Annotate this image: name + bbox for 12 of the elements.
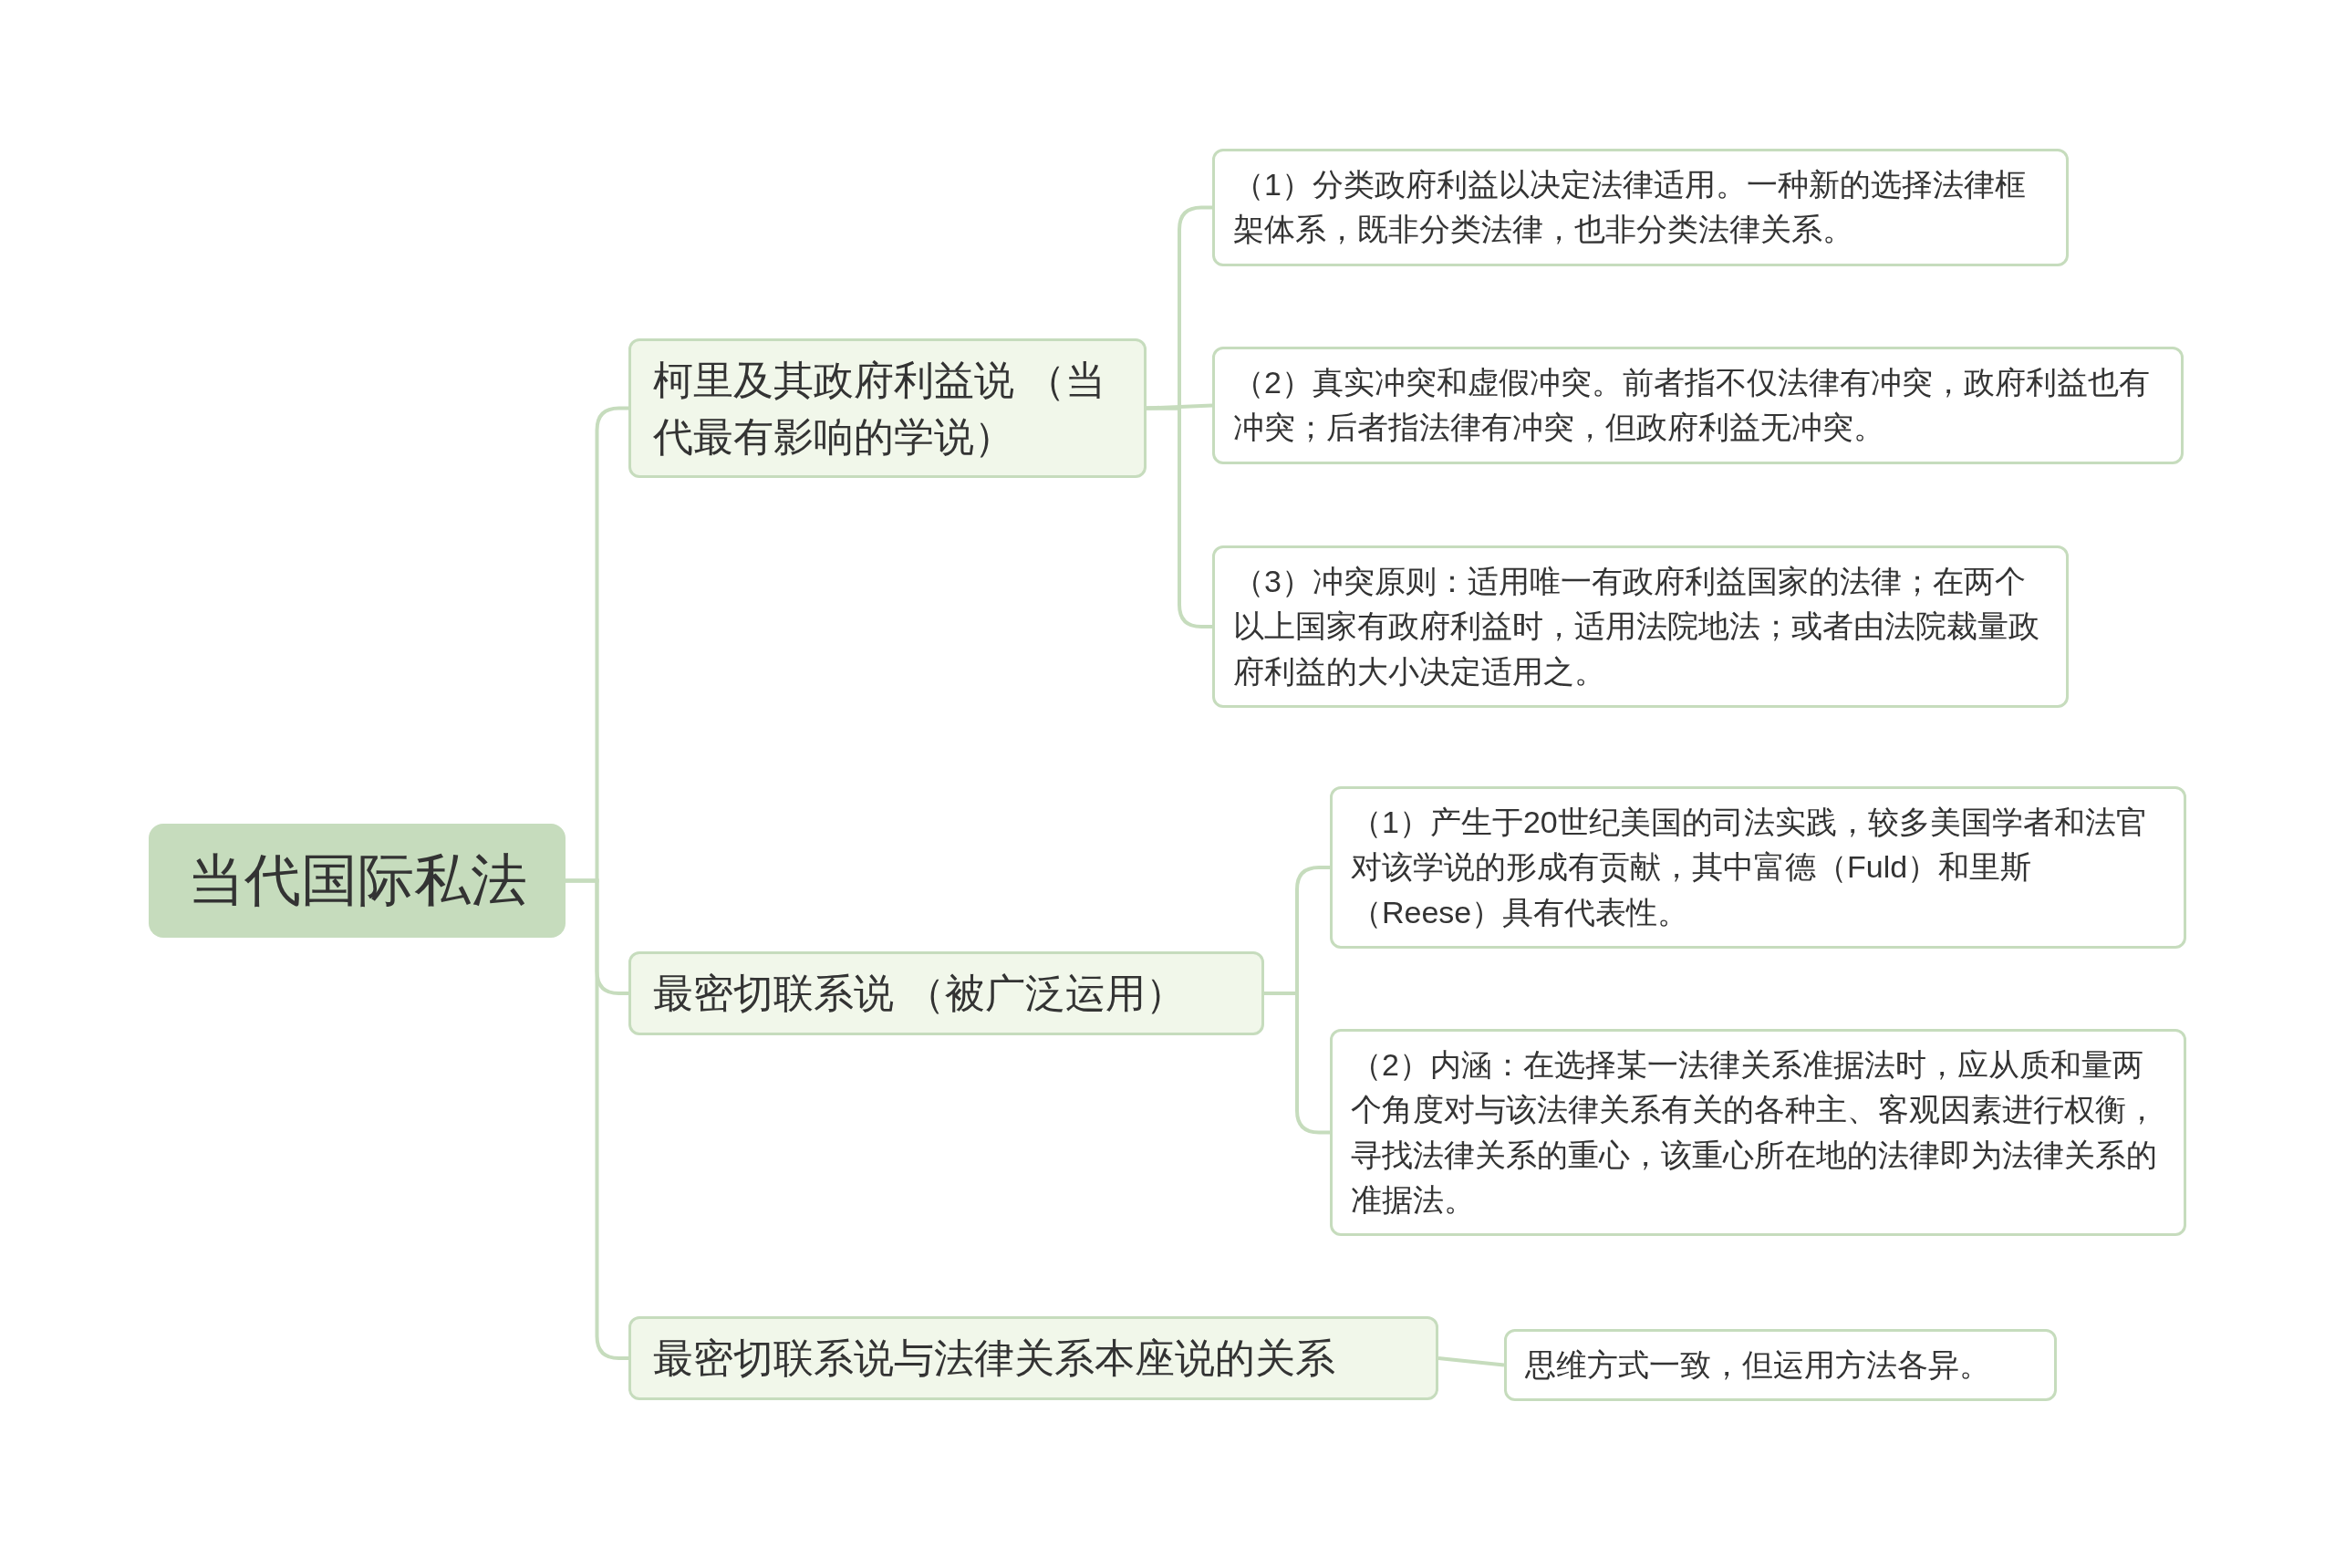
subtopic-box: （1）分类政府利益以决定法律适用。一种新的选择法律框架体系，既非分类法律，也非分类法律关系。 bbox=[1212, 149, 2069, 266]
subtopic-box: （1）产生于20世纪美国的司法实践，较多美国学者和法官对该学说的形成有贡献，其中富德（Fuld）和里斯（Reese）具有代表性。 bbox=[1330, 786, 2186, 949]
root-topic: 当代国际私法 bbox=[149, 824, 566, 938]
connector-line bbox=[1437, 1356, 1505, 1367]
topic-box: 柯里及其政府利益说 （当代最有影响的学说） bbox=[628, 338, 1147, 479]
subtopic-box: （2）真实冲突和虚假冲突。前者指不仅法律有冲突，政府利益也有冲突；后者指法律有冲突，但政府利益无冲突。 bbox=[1212, 347, 2184, 464]
subtopic-box: （2）内涵：在选择某一法律关系准据法时，应从质和量两个角度对与该法律关系有关的各种主、客观因素进行权衡，寻找法律关系的重心，该重心所在地的法律即为法律关系的准据法。 bbox=[1330, 1029, 2186, 1237]
subtopic-box: （3）冲突原则：适用唯一有政府利益国家的法律；在两个以上国家有政府利益时，适用法院地法；或者由法院裁量政府利益的大小决定适用之。 bbox=[1212, 545, 2069, 708]
topic-box: 最密切联系说 （被广泛运用） bbox=[628, 951, 1264, 1035]
subtopic-box: 思维方式一致，但运用方法各异。 bbox=[1504, 1329, 2057, 1402]
connector-line bbox=[1146, 403, 1213, 410]
topic-box: 最密切联系说与法律关系本座说的关系 bbox=[628, 1316, 1438, 1400]
